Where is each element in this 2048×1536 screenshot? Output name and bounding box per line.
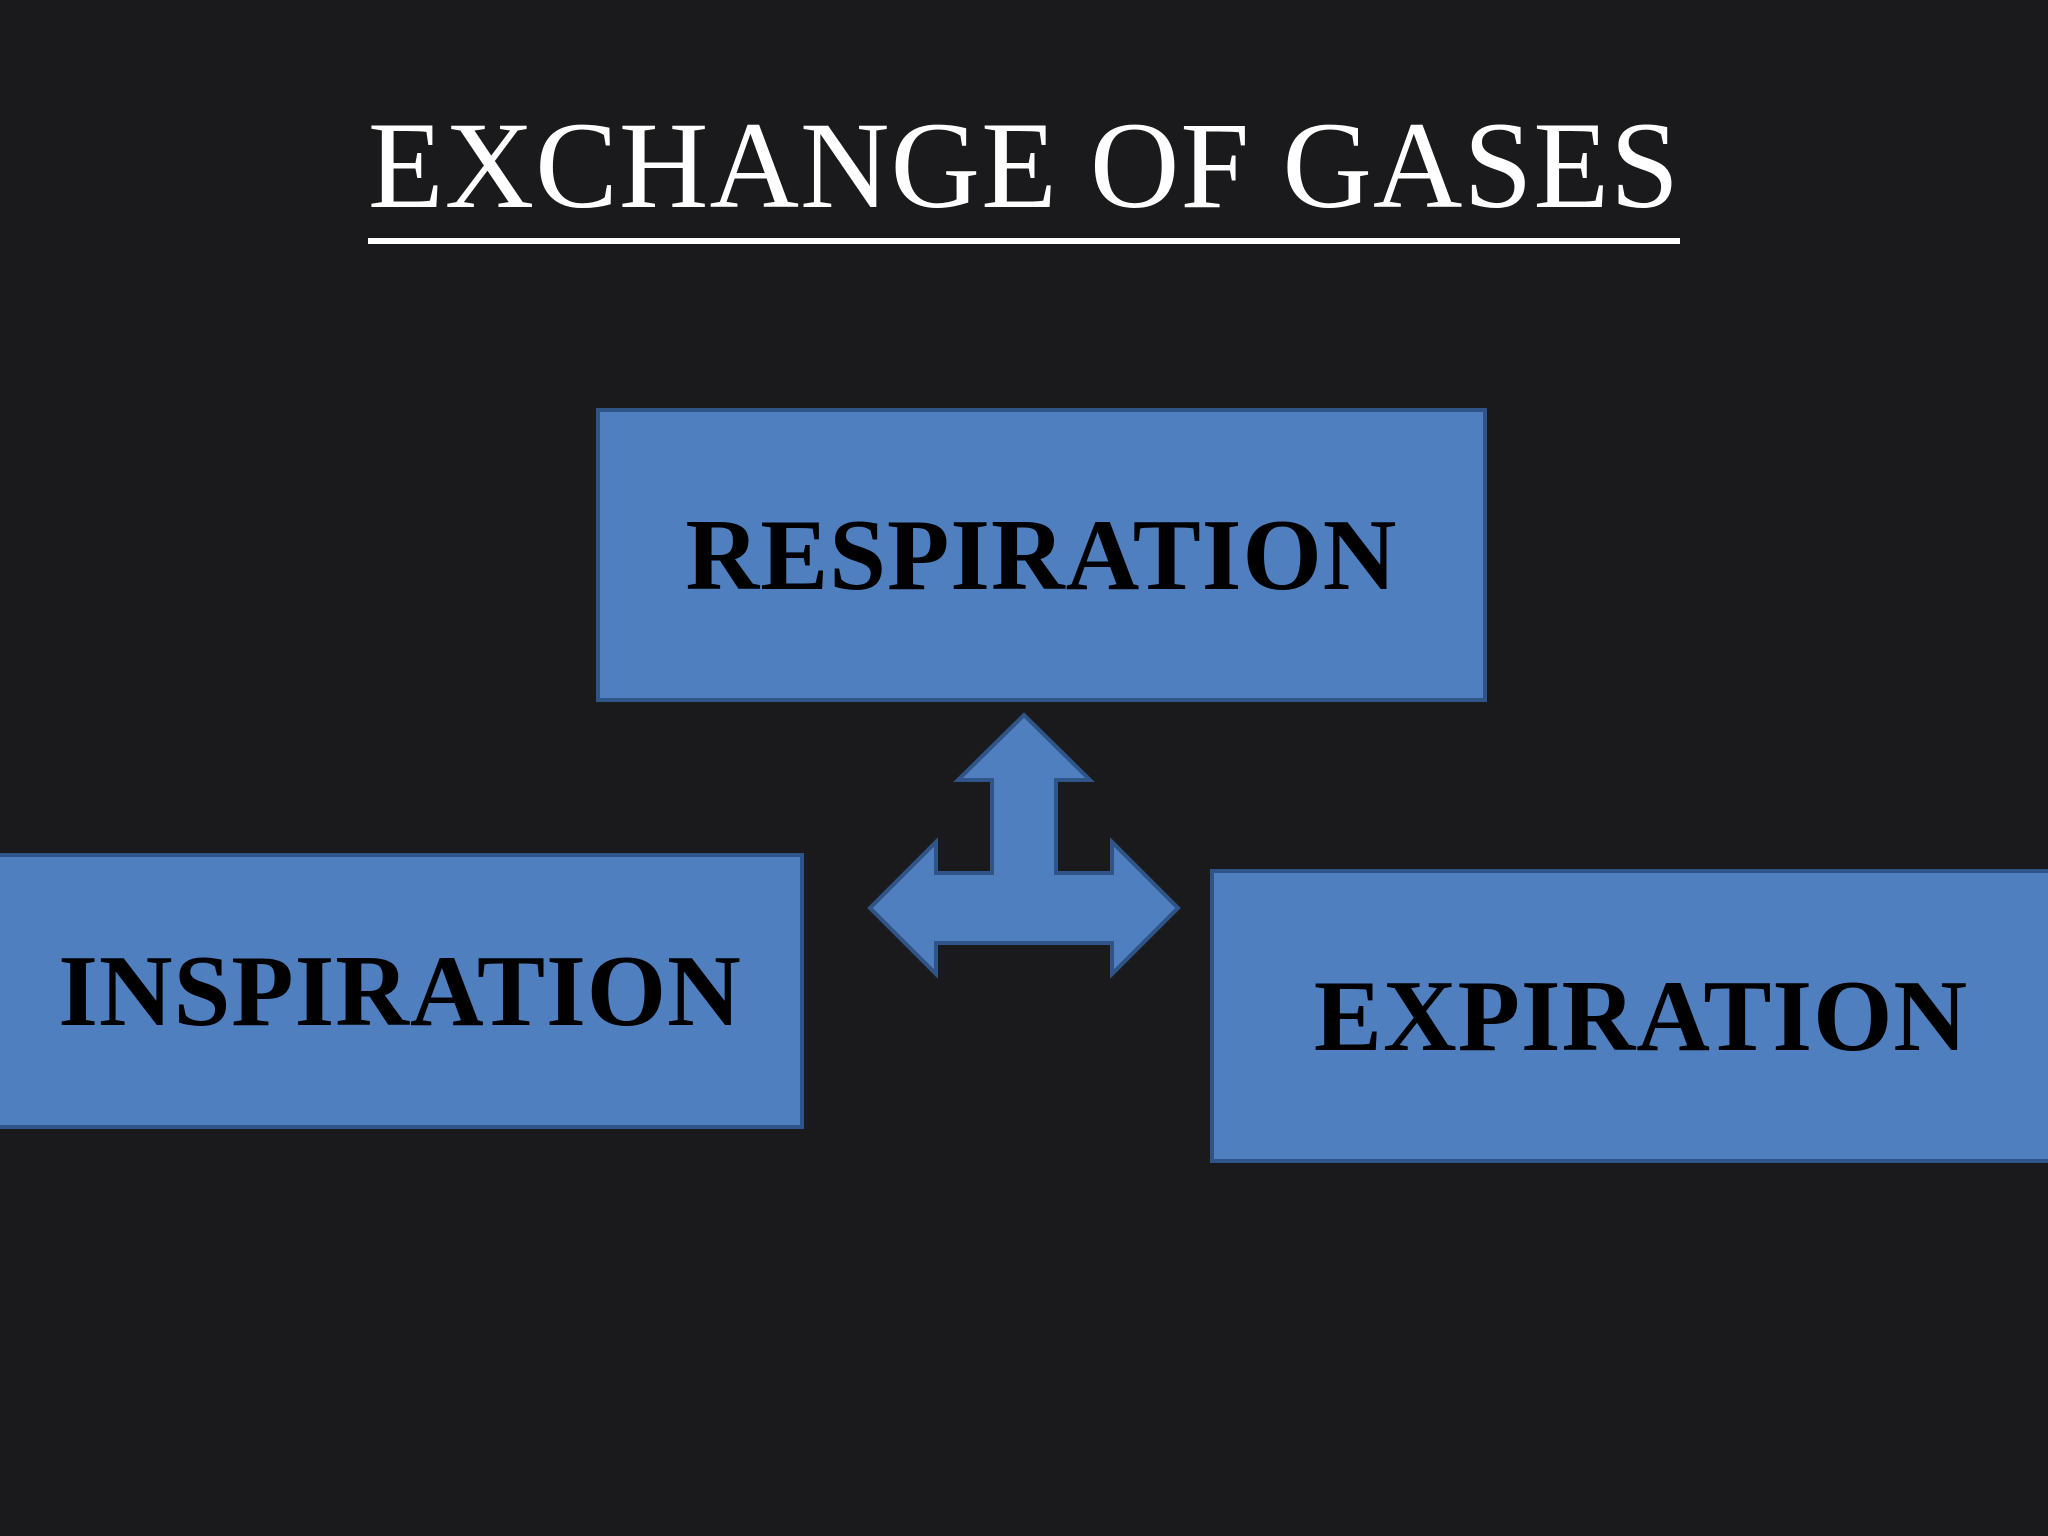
three-way-arrow-shape xyxy=(867,712,1181,979)
respiration-box: RESPIRATION xyxy=(596,408,1487,702)
slide-title-text: EXCHANGE OF GASES xyxy=(367,96,1681,244)
expiration-label: EXPIRATION xyxy=(1313,959,1969,1073)
inspiration-label: INSPIRATION xyxy=(58,934,742,1048)
expiration-box: EXPIRATION xyxy=(1210,869,2048,1163)
respiration-label: RESPIRATION xyxy=(685,498,1398,612)
slide-title: EXCHANGE OF GASES xyxy=(0,96,2048,244)
inspiration-box: INSPIRATION xyxy=(0,853,804,1129)
